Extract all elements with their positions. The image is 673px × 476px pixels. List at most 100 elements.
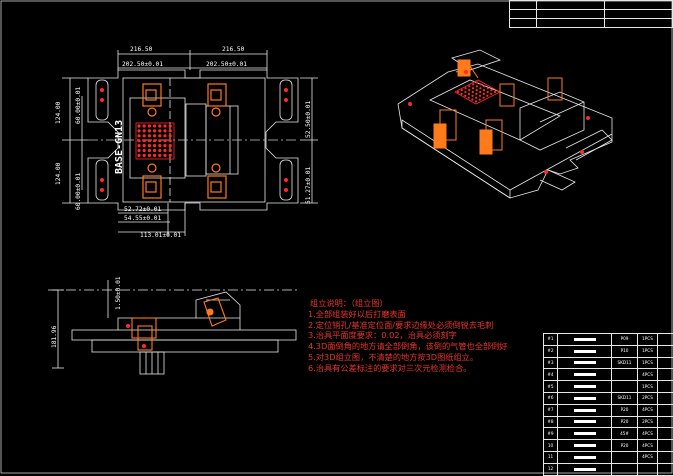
bom-no: #1: [544, 334, 558, 346]
grid-dot: [153, 149, 156, 152]
grid-dot: [143, 154, 146, 157]
bom-material: SKD11: [612, 357, 638, 369]
dim-bot-3: 113.01±0.01: [140, 232, 181, 239]
iso-clamps: [434, 60, 562, 154]
bom-qty: 1PCS: [638, 334, 658, 346]
grid-dot: [143, 124, 146, 127]
bom-no: #3: [544, 357, 558, 369]
grid-dot: [163, 154, 166, 157]
grid-dot: [158, 129, 161, 132]
bom-no: 12: [544, 463, 558, 475]
grid-dot: [137, 134, 140, 137]
bom-name-bar: [558, 357, 612, 369]
dim-bot-2: 54.55±0.01: [124, 215, 162, 222]
iso-grid-dot: [464, 91, 466, 93]
iso-grid-dot: [471, 99, 473, 101]
iso-grid-dot: [468, 85, 470, 87]
grid-dot: [158, 154, 161, 157]
grid-dot: [143, 139, 146, 142]
bom-remark: [658, 381, 673, 393]
bom-qty: 4PCS: [638, 404, 658, 416]
iso-grid-dot: [476, 85, 478, 87]
note-line: 1.全部组装好以后打磨表面: [308, 309, 544, 320]
bom-material: [612, 451, 638, 463]
grid-dot: [158, 144, 161, 147]
iso-grid-dot: [476, 89, 478, 91]
grid-dot: [158, 124, 161, 127]
bom-no: #2: [544, 345, 558, 357]
bom-material: P20: [612, 440, 638, 452]
grid-dot: [158, 139, 161, 142]
side-view: [48, 280, 300, 374]
bom-no: 10: [544, 440, 558, 452]
iso-grid-dot: [487, 87, 489, 89]
bom-no: #4: [544, 369, 558, 381]
note-line: 5.对3D组立图，不清楚的地方按3D图纸组立。: [308, 352, 544, 363]
grid-dot: [148, 124, 151, 127]
dim-left-v1: 124.00: [55, 101, 62, 124]
dim-left-v3: 124.00: [55, 162, 62, 185]
grid-dot: [143, 134, 146, 137]
grid-dot: [163, 129, 166, 132]
iso-grid-dot: [480, 83, 482, 85]
iso-grid-dot: [472, 87, 474, 89]
side-red-pins: [126, 324, 146, 348]
note-line: 3.治具平面度要求：0.02，治具必须刻字: [308, 330, 544, 341]
bom-material: SKD11: [612, 392, 638, 404]
bom-remark: [658, 345, 673, 357]
grid-dot: [158, 134, 161, 137]
bom-remark: [658, 404, 673, 416]
bom-name-bar: [558, 381, 612, 393]
notes-title: 组立说明：（组立图）: [310, 298, 544, 309]
redacted-bar: [574, 373, 596, 376]
redacted-bar: [574, 385, 596, 388]
bom-material: [612, 463, 638, 475]
bom-qty: 4PCS: [638, 369, 658, 381]
grid-dot: [137, 124, 140, 127]
bom-qty: 4PCS: [638, 451, 658, 463]
grid-dot: [163, 134, 166, 137]
dim-left-outer: 216.50: [130, 46, 153, 53]
iso-grid-dot: [464, 95, 466, 97]
bom-material: [612, 369, 638, 381]
note-line: 6.治具有公差标注的要求对三次元检测检合。: [308, 363, 544, 374]
iso-grid-dot: [457, 91, 459, 93]
grid-dot: [137, 154, 140, 157]
iso-grid-dot: [475, 100, 477, 102]
iso-grid-dot: [494, 91, 496, 93]
grid-dot: [137, 144, 140, 147]
iso-grid-dot: [475, 93, 477, 95]
bom-name-bar: [558, 440, 612, 452]
bom-name-bar: [558, 404, 612, 416]
bom-material: 45#: [612, 428, 638, 440]
redacted-bar: [574, 338, 596, 341]
iso-grid-dot: [472, 91, 474, 93]
iso-grid-dot: [468, 89, 470, 91]
iso-grid-dot: [468, 97, 470, 99]
grid-dot: [153, 139, 156, 142]
grid-dot: [169, 129, 172, 132]
iso-red-pins: [408, 70, 590, 174]
top-view: [62, 50, 318, 236]
redacted-bar: [574, 397, 596, 400]
bom-no: #9: [544, 428, 558, 440]
iso-grid-dot: [490, 93, 492, 95]
dim-left-inner: 202.50±0.01: [122, 61, 163, 68]
dim-right-inner: 202.50±0.01: [206, 61, 247, 68]
dim-right-v1: 52.50±0.01: [305, 100, 312, 138]
bom-no: #5: [544, 381, 558, 393]
iso-grid-dot: [490, 89, 492, 91]
iso-red-grid-dots: [457, 81, 496, 102]
bom-name-bar: [558, 428, 612, 440]
bom-remark: [658, 357, 673, 369]
dim-left-v2: 60.00±0.01: [75, 86, 82, 124]
grid-dot: [148, 144, 151, 147]
bom-qty: [638, 463, 658, 475]
iso-grid-dot: [486, 95, 488, 97]
side-clamps: [132, 298, 226, 350]
base-label: BASE-GN13: [114, 120, 125, 174]
grid-dot: [153, 134, 156, 137]
